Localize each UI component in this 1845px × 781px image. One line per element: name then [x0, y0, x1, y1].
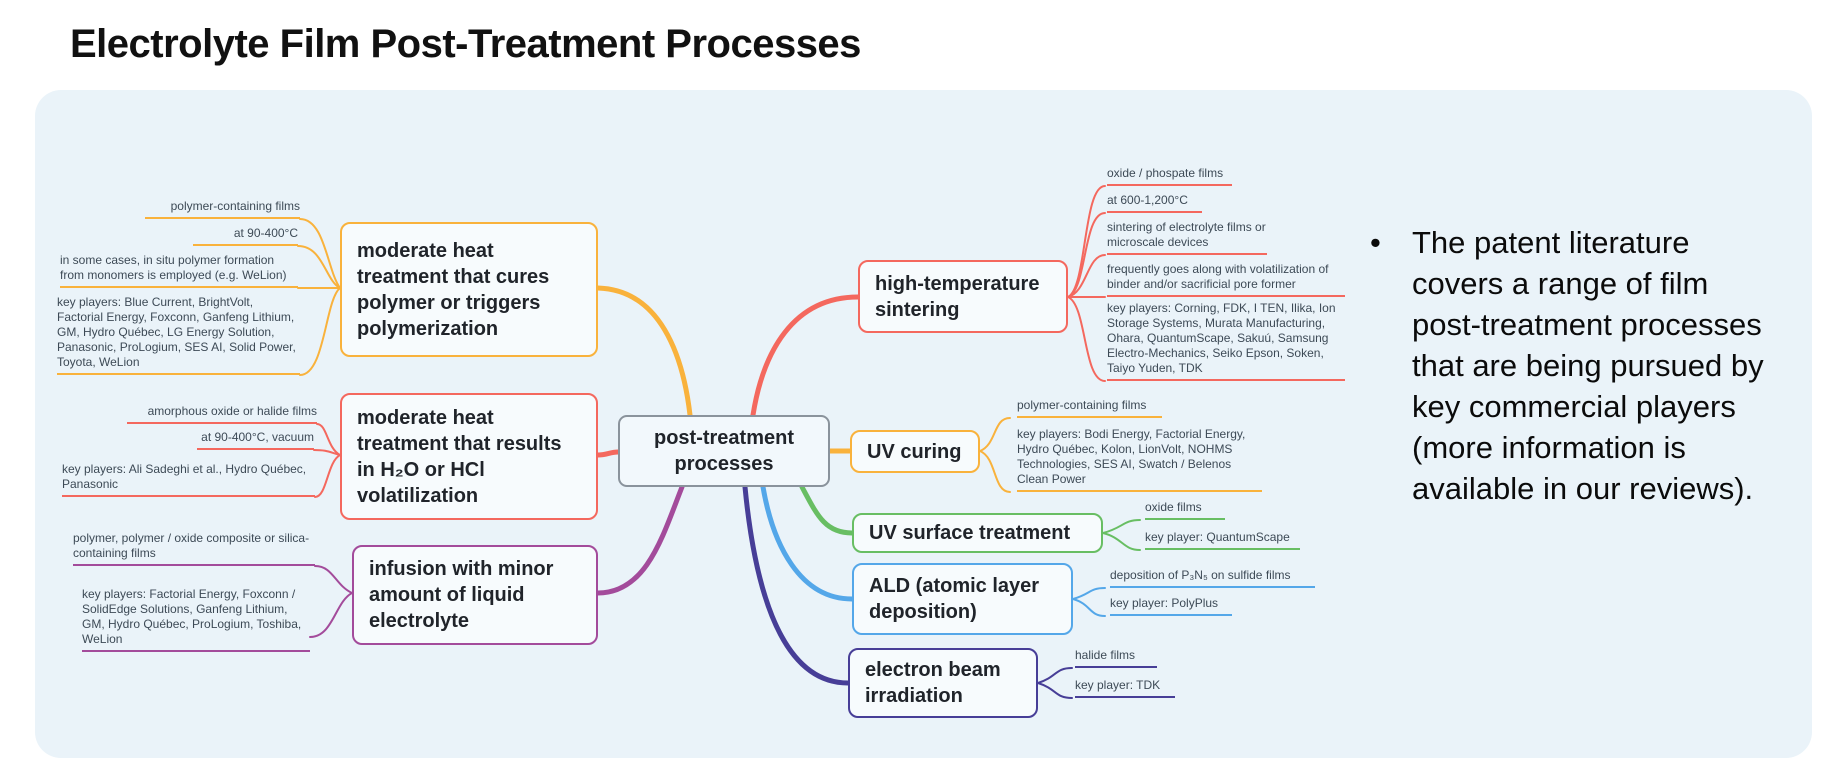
detail-label: key player: TDK — [1075, 678, 1175, 698]
connector-ald — [760, 484, 855, 602]
connector-sintering — [750, 294, 861, 418]
node-moderate-heat-cure: moderate heat treatment that cures polym… — [340, 222, 598, 357]
connector-cure — [595, 285, 693, 418]
detail-label: polymer-containing films — [145, 199, 300, 219]
detail-label: oxide / phospate films — [1107, 166, 1232, 186]
detail-label: key players: Ali Sadeghi et al., Hydro Q… — [62, 462, 315, 497]
detail-label: frequently goes along with volatilizatio… — [1107, 262, 1345, 297]
detail-label: key player: PolyPlus — [1110, 596, 1232, 616]
bracket-infusion-1 — [314, 565, 353, 594]
node-ald: ALD (atomic layer deposition) — [852, 563, 1073, 635]
bracket-volat-2 — [313, 449, 341, 456]
bracket-ebeam-1 — [1037, 667, 1073, 684]
bracket-volat-1 — [316, 423, 341, 456]
bracket-uvcuring-2 — [979, 450, 1011, 493]
connector-uv-surface — [799, 484, 855, 536]
bracket-volat-3 — [314, 454, 341, 498]
detail-label: polymer, polymer / oxide composite or si… — [73, 531, 315, 566]
bracket-sinter-3 — [1067, 254, 1106, 298]
bullet-marker: • — [1370, 225, 1381, 260]
detail-label: key players: Factorial Energy, Foxconn /… — [82, 587, 310, 652]
bracket-cure-1 — [299, 218, 341, 289]
annotation-text: The patent literature covers a range of … — [1412, 225, 1764, 506]
detail-label: polymer-containing films — [1017, 398, 1162, 418]
node-ebeam: electron beam irradiation — [848, 648, 1038, 718]
page-title: Electrolyte Film Post-Treatment Processe… — [70, 22, 861, 66]
node-uv-surface: UV surface treatment — [852, 513, 1103, 553]
mindmap-panel: post-treatment processes moderate heat t… — [35, 90, 1812, 758]
bracket-uvsurface-2 — [1102, 532, 1141, 551]
detail-label: in some cases, in situ polymer formation… — [60, 253, 298, 288]
detail-label: at 90-400°C — [193, 226, 298, 246]
bracket-infusion-2 — [309, 592, 353, 638]
bracket-ebeam-2 — [1037, 682, 1073, 699]
connector-ebeam — [742, 484, 851, 686]
detail-label: at 600-1,200°C — [1107, 193, 1202, 213]
detail-label: key players: Bodi Energy, Factorial Ener… — [1017, 427, 1262, 492]
node-moderate-heat-volatilization: moderate heat treatment that results in … — [340, 393, 598, 520]
bracket-ald-1 — [1072, 587, 1106, 600]
detail-label: key players: Blue Current, BrightVolt, F… — [57, 295, 300, 375]
connector-volatilization — [595, 449, 621, 458]
node-root: post-treatment processes — [618, 415, 830, 487]
bracket-cure-4 — [299, 287, 341, 376]
bracket-uvcuring-1 — [979, 417, 1011, 452]
connector-infusion — [595, 484, 685, 596]
bracket-sinter-2 — [1067, 212, 1106, 298]
bracket-cure-2 — [297, 245, 341, 289]
bracket-sinter-1 — [1067, 185, 1106, 298]
detail-label: key players: Corning, FDK, I TEN, Ilika,… — [1107, 301, 1345, 381]
node-infusion: infusion with minor amount of liquid ele… — [352, 545, 598, 645]
detail-label: amorphous oxide or halide films — [127, 404, 317, 424]
mindmap-connectors — [297, 185, 1141, 699]
bracket-ald-2 — [1072, 598, 1106, 617]
detail-label: key player: QuantumScape — [1145, 530, 1300, 550]
annotation: • The patent literature covers a range o… — [1370, 222, 1802, 509]
node-uv-curing: UV curing — [850, 430, 980, 473]
detail-label: sintering of electrolyte films or micros… — [1107, 220, 1267, 255]
detail-label: halide films — [1075, 648, 1157, 668]
bracket-sinter-5 — [1067, 296, 1106, 382]
bracket-uvsurface-1 — [1102, 519, 1141, 534]
detail-label: deposition of P₃N₅ on sulfide films — [1110, 568, 1315, 588]
detail-label: at 90-400°C, vacuum — [197, 430, 314, 450]
node-sintering: high-temperature sintering — [858, 260, 1068, 333]
detail-label: oxide films — [1145, 500, 1225, 520]
